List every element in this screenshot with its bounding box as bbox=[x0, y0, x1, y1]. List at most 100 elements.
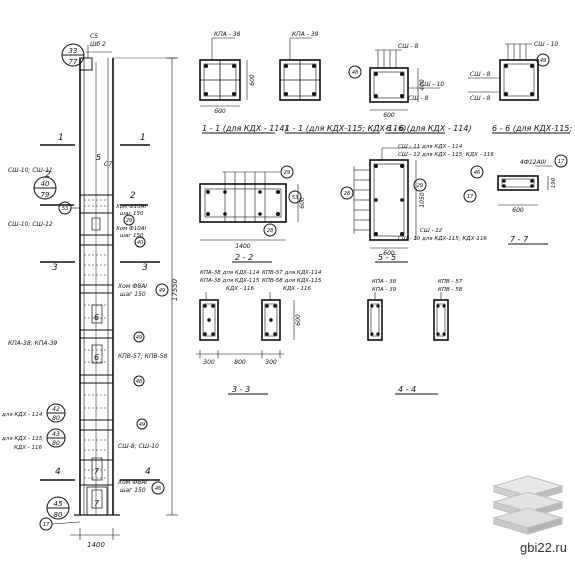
bubble-left-den: 79 bbox=[41, 191, 50, 199]
marker-28-sec: 28 bbox=[267, 228, 273, 234]
label-3-3-l2: КПА-38 для КДХ-115 bbox=[200, 278, 260, 284]
label-cw12: СШ - 12 bbox=[420, 228, 443, 234]
cut-5: 5 bbox=[96, 153, 101, 162]
cut-2-left: 2 bbox=[45, 170, 51, 180]
marker-49-sec: 49 bbox=[540, 58, 546, 64]
label-4-4-l1: КПА - 38 bbox=[372, 279, 397, 285]
label-step-a: шаг 150 bbox=[120, 211, 144, 217]
cut-6-a: 6 bbox=[94, 313, 99, 322]
label-kdx115: для КДХ - 115; bbox=[1, 436, 44, 442]
section-5-5 bbox=[340, 147, 427, 263]
label-hom10-a: Хом Ф10АI bbox=[115, 204, 147, 210]
label-cw10-11: СШ-10; СШ-11 bbox=[8, 167, 53, 174]
marker-17-sec7b: 17 bbox=[467, 194, 474, 200]
marker-28-sec5: 28 bbox=[344, 191, 350, 197]
dim-3-3-a: 300 bbox=[203, 359, 215, 366]
marker-53: 53 bbox=[62, 206, 68, 212]
label-hom10-b: Хом Ф10АI bbox=[115, 226, 147, 232]
dim-2-2-height: 600 bbox=[299, 197, 306, 209]
label-4-4-l2: КПА - 39 bbox=[372, 287, 397, 293]
label-4-4-r1: КПВ - 57 bbox=[438, 279, 463, 285]
bubble-43-num: 43 bbox=[52, 431, 60, 438]
marker-49-a: 49 bbox=[159, 288, 165, 294]
dim-1-1-width: 600 bbox=[214, 108, 226, 115]
caption-7-7: 7 - 7 bbox=[510, 235, 529, 244]
dim-3-3-b: 800 bbox=[234, 359, 246, 366]
bubble-left-num: 40 bbox=[41, 180, 50, 188]
label-c5: С5 bbox=[90, 33, 98, 40]
cut-3-right: 3 bbox=[142, 263, 148, 273]
marker-46: 46 bbox=[155, 486, 161, 492]
label-3-3-r2: КПВ-58 для КДХ-115 bbox=[262, 278, 322, 284]
marker-17-sec7: 17 bbox=[558, 159, 565, 165]
height-dimension: 17550 bbox=[171, 278, 179, 301]
section-7-7 bbox=[463, 154, 568, 245]
section-4-4 bbox=[367, 292, 449, 395]
cut-1-right: 1 bbox=[140, 133, 146, 143]
cut-7-a: 7 bbox=[94, 467, 100, 476]
dim-5-5-height: 1050 bbox=[419, 192, 426, 207]
layers-icon bbox=[492, 475, 564, 535]
label-step-d: шаг 150 bbox=[120, 487, 146, 494]
dim-6-6-height: 400 bbox=[419, 79, 426, 91]
marker-17: 17 bbox=[43, 522, 50, 528]
cut-4-left: 4 bbox=[55, 467, 61, 477]
label-shb2: Шб 2 bbox=[90, 41, 106, 48]
label-kdx114: для КДХ - 114 bbox=[1, 412, 43, 418]
cut-3-left: 3 bbox=[52, 263, 58, 273]
dim-2-2-width: 1400 bbox=[235, 243, 250, 250]
label-cw10-top: СШ - 10 bbox=[534, 41, 558, 48]
bubble-bottom-den: 80 bbox=[54, 511, 63, 519]
label-cw8-right: СШ - 8 bbox=[470, 71, 491, 78]
marker-46-sec7: 46 bbox=[474, 170, 480, 176]
label-cw10-12: СШ-10; СШ-12 bbox=[8, 221, 53, 228]
dim-6-6-width: 600 bbox=[383, 112, 395, 119]
label-hom8-b: Хом Ф8АI bbox=[117, 479, 147, 486]
cut-2-right: 2 bbox=[130, 191, 136, 201]
bubble-bottom-num: 45 bbox=[54, 500, 63, 508]
cut-7-b: 7 bbox=[94, 499, 100, 508]
caption-2-2: 2 - 2 bbox=[235, 253, 253, 262]
caption-6-6-b: 6 - 6 (для КДХ-115; КДХ-116) bbox=[492, 124, 575, 133]
caption-4-4: 4 - 4 bbox=[398, 385, 416, 394]
section-6-6 bbox=[348, 43, 570, 134]
label-3-3-l3: КДХ - 116 bbox=[226, 286, 254, 292]
caption-3-3: 3 - 3 bbox=[232, 385, 250, 394]
marker-48: 48 bbox=[136, 379, 142, 385]
label-step-b: шаг 150 bbox=[120, 233, 144, 239]
label-cw12-115: СШ - 12 для КДХ - 115; КДХ - 116 bbox=[398, 152, 494, 158]
label-cw10-115: СШ - 10 для КДХ-115; КДХ-116 bbox=[398, 236, 487, 242]
section-3-3 bbox=[196, 292, 295, 395]
dim-7-7-height: 190 bbox=[551, 177, 557, 188]
bubble-42-den: 80 bbox=[52, 415, 60, 422]
marker-29: 29 bbox=[126, 218, 132, 224]
bubble-43-den: 80 bbox=[52, 440, 60, 447]
label-hom8-a: Хом Ф8АI bbox=[117, 283, 147, 290]
label-rebar: 4Ф12АIII bbox=[520, 159, 546, 166]
label-cw10-mid: СШ - 10 bbox=[420, 81, 444, 88]
label-cw8-right-b: СШ - 8 bbox=[470, 95, 491, 102]
caption-1-1-a: 1 - 1 (для КДХ - 114) bbox=[202, 124, 288, 133]
label-cw8-10: СШ-8; СШ-10 bbox=[118, 443, 159, 450]
marker-53-sec: 53 bbox=[292, 195, 298, 201]
dim-5-5-width: 600 bbox=[383, 250, 395, 257]
marker-48-sec: 48 bbox=[352, 70, 358, 76]
column-elevation bbox=[33, 43, 178, 540]
cut-6-b: 6 bbox=[94, 353, 99, 362]
label-cw11-114: СШ - 11 для КДХ - 114 bbox=[398, 144, 463, 150]
label-kdx116: КДХ - 116 bbox=[14, 445, 42, 451]
cut-1-left: 1 bbox=[58, 133, 64, 143]
marker-29-sec5: 29 bbox=[417, 183, 423, 189]
dim-7-7-width: 600 bbox=[512, 207, 524, 214]
label-kpa38: КПА - 38 bbox=[214, 31, 241, 38]
marker-40: 40 bbox=[137, 240, 143, 246]
dim-1-1-height: 600 bbox=[249, 74, 256, 86]
bubble-top-num: 33 bbox=[69, 47, 78, 55]
caption-5-5: 5 - 5 bbox=[378, 253, 396, 262]
label-kpa39: КПА - 39 bbox=[292, 31, 319, 38]
bubble-42-num: 42 bbox=[52, 406, 60, 413]
watermark-site: gbi22.ru bbox=[520, 540, 567, 555]
caption-1-1-b: 1 - 1 (для КДХ-115; КДХ-116) bbox=[285, 124, 406, 133]
